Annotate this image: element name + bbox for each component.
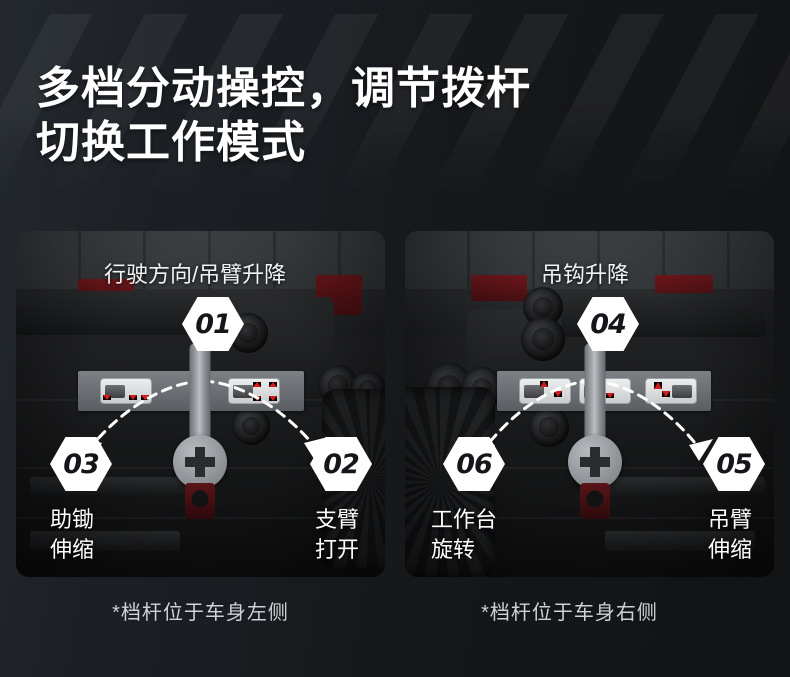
panel-left[interactable]: 行驶方向/吊臂升降 01 03 02 助锄 伸缩 支臂 打开 <box>16 231 385 577</box>
panel-right[interactable]: 吊钩升降 04 06 05 工作台 旋转 吊臂 伸缩 <box>405 231 774 577</box>
label-05-line1: 吊臂 <box>707 507 752 532</box>
label-right-bottom-left: 工作台 旋转 <box>431 505 497 565</box>
badge-05-number: 05 <box>716 448 753 480</box>
title-line-1: 多档分动操控，调节拨杆 <box>36 64 531 113</box>
badge-03-number: 03 <box>63 448 100 480</box>
caption-right: *档杆位于车身右侧 <box>481 602 658 624</box>
label-02-line1: 支臂 <box>314 507 359 532</box>
panel-right-title: 吊钩升降 <box>541 262 630 287</box>
badge-06-number: 06 <box>456 448 493 480</box>
lever-knob[interactable] <box>173 435 227 489</box>
diagonal-stripes <box>0 14 790 229</box>
badge-04-number: 04 <box>590 308 627 340</box>
lever-base <box>185 483 215 519</box>
title-line-2: 切换工作模式 <box>36 118 306 167</box>
badge-02[interactable]: 02 <box>310 437 372 491</box>
badge-01-number: 01 <box>195 308 232 340</box>
caption-row: *档杆位于车身左侧 *档杆位于车身右侧 <box>0 596 790 636</box>
label-right-bottom-right: 吊臂 伸缩 <box>708 505 752 565</box>
label-06-line1: 工作台 <box>431 507 498 532</box>
panel-left-title: 行驶方向/吊臂升降 <box>104 262 287 287</box>
label-03-line1: 助锄 <box>50 507 95 532</box>
mode-sticker-06 <box>519 378 571 404</box>
mode-sticker-05b <box>645 378 697 404</box>
lever-shaft <box>189 343 211 447</box>
lever-knob[interactable] <box>568 435 622 489</box>
label-06-line2: 旋转 <box>431 537 476 562</box>
lever-base <box>580 483 610 519</box>
badge-06[interactable]: 06 <box>443 437 505 491</box>
label-left-bottom-right: 支臂 打开 <box>315 505 359 565</box>
diagonal-stripe-band <box>0 14 790 229</box>
mode-sticker-03 <box>100 378 152 404</box>
page-title: 多档分动操控，调节拨杆 切换工作模式 <box>36 62 531 170</box>
gear-lever-left[interactable] <box>168 343 232 523</box>
label-left-bottom-left: 助锄 伸缩 <box>50 505 94 565</box>
gear-lever-right[interactable] <box>563 343 627 523</box>
label-05-line2: 伸缩 <box>707 537 752 562</box>
panel-container: 行驶方向/吊臂升降 01 03 02 助锄 伸缩 支臂 打开 <box>0 231 790 579</box>
lever-shaft <box>584 343 606 447</box>
label-03-line2: 伸缩 <box>50 537 95 562</box>
caption-left: *档杆位于车身左侧 <box>112 602 289 624</box>
badge-02-number: 02 <box>323 448 360 480</box>
label-02-line2: 打开 <box>314 537 359 562</box>
